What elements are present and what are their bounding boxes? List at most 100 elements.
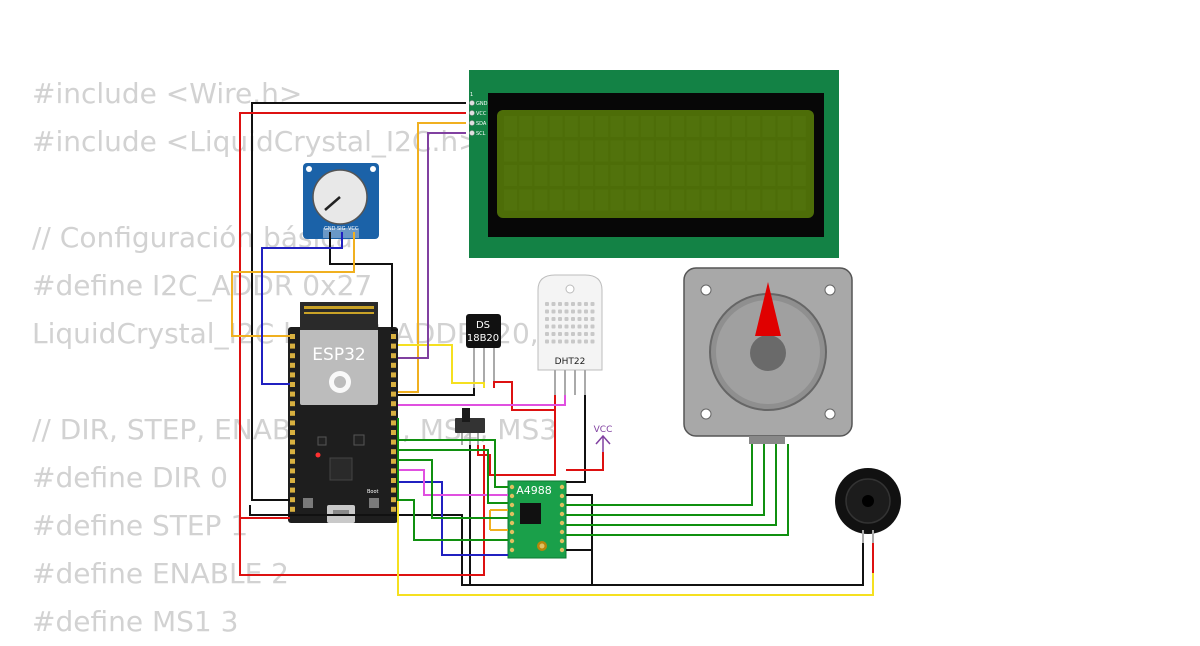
lcd-cell	[549, 165, 563, 186]
wire-lcd-scl	[398, 132, 466, 359]
a4988-label: A4988	[516, 484, 552, 497]
ds18b20-label-1: DS	[476, 320, 490, 331]
dht22-vent	[577, 324, 582, 329]
pot-pin-sig: SIG	[337, 226, 346, 232]
dht22-vent	[545, 332, 549, 336]
esp32-pin-left	[290, 410, 295, 416]
lcd-cell	[519, 165, 533, 186]
esp32-pin-right	[391, 410, 396, 416]
lcd-pin-vcc: VCC	[476, 111, 487, 117]
lcd-cell	[792, 140, 806, 162]
lcd-cell	[640, 165, 654, 186]
esp32-board[interactable]: ESP32 Boot	[288, 302, 398, 523]
wire-dht-vcc	[477, 395, 556, 476]
esp32-pin-right	[391, 391, 396, 397]
lcd-cell	[640, 116, 654, 137]
dht22-vent	[590, 332, 595, 336]
dht22-vent	[571, 324, 575, 329]
wire-ds-vcc	[493, 381, 555, 411]
wire-dht-gnd	[566, 395, 586, 483]
lcd-cell	[534, 189, 548, 211]
wire-pot-gnd	[329, 232, 398, 331]
a4988-pin-right	[559, 520, 565, 526]
lcd-cell	[747, 165, 761, 186]
dht22-vent	[584, 332, 588, 336]
dht22-vent	[545, 309, 549, 314]
dht22-vent	[558, 309, 562, 314]
lcd-cell	[792, 165, 806, 186]
lcd-cell	[777, 140, 791, 162]
esp32-pin-right	[391, 353, 396, 359]
lcd-cell	[656, 116, 669, 137]
wire-coil-3	[566, 444, 777, 526]
lcd-cell	[504, 189, 517, 211]
stepper-pointer	[755, 282, 781, 336]
stepper-motor[interactable]	[683, 267, 853, 444]
wire-pot-vcc	[231, 232, 355, 337]
lcd-cell	[701, 116, 715, 137]
lcd-pin1-marker: 1	[470, 92, 473, 98]
dht22-vent	[564, 309, 569, 314]
ds18b20-label-2: 18B20	[467, 333, 499, 344]
lcd-cell	[716, 189, 730, 211]
lcd-cell	[564, 140, 578, 162]
lcd-cell	[625, 140, 639, 162]
dht22-label: DHT22	[555, 357, 586, 367]
esp32-pin-left	[290, 382, 295, 387]
lcd-cell	[625, 189, 639, 211]
dht22-vent	[558, 324, 562, 329]
wire-coil-4	[566, 444, 789, 536]
lcd-cell	[580, 165, 593, 186]
lcd-cell	[747, 140, 761, 162]
esp32-pin-left	[290, 468, 295, 474]
lcd-cell	[792, 116, 806, 137]
dht22-vent	[577, 309, 582, 314]
buzzer[interactable]	[835, 468, 901, 543]
esp32-pin-left	[290, 487, 295, 493]
potentiometer[interactable]: GND SIG VCC	[303, 163, 379, 239]
wire-driver-pink	[398, 469, 508, 496]
esp32-pin-left	[290, 362, 295, 368]
dht22-sensor[interactable]: DHT22	[537, 274, 603, 395]
a4988-pin-left	[509, 484, 515, 490]
dht22-vent	[590, 317, 595, 321]
esp32-pin-left	[290, 506, 295, 512]
code-line: #define ENABLE 2	[32, 557, 289, 590]
dht22-vent	[577, 302, 582, 306]
wire-enable	[398, 459, 508, 519]
dht22-vent	[584, 339, 588, 344]
esp32-pin-right	[391, 458, 396, 464]
lcd-character-grid	[504, 116, 806, 211]
lcd-cell	[747, 116, 761, 137]
esp32-pin-right	[391, 334, 396, 339]
esp32-pin-left	[290, 497, 295, 503]
esp32-pin-left	[290, 449, 295, 455]
dht22-vent	[551, 309, 556, 314]
dht22-vent	[551, 324, 556, 329]
dht22-vent	[551, 302, 556, 306]
a4988-pin-left	[509, 502, 515, 508]
esp32-pin-right	[391, 487, 396, 493]
lcd-cell	[534, 140, 548, 162]
code-line: #define I2C_ADDR 0x27	[32, 269, 373, 302]
wire-coil-1	[566, 444, 753, 506]
a4988-driver[interactable]: A4988	[507, 480, 567, 559]
dht22-vent	[545, 317, 549, 321]
lcd-cell	[504, 140, 517, 162]
wire-lcd-gnd	[251, 102, 466, 501]
lcd-cell	[716, 140, 730, 162]
dht22-vent	[551, 332, 556, 336]
lcd-cell	[656, 165, 669, 186]
lcd-cell	[504, 165, 517, 186]
ds18b20-sensor[interactable]: DS 18B20	[466, 314, 501, 388]
wire-driver-vcc	[566, 452, 604, 471]
lcd-display[interactable]: 1 GND VCC SDA SCL	[469, 70, 839, 258]
lcd-cell	[580, 116, 593, 137]
lcd-cell	[732, 165, 745, 186]
dht22-vent	[571, 339, 575, 344]
code-line: #define DIR 0	[32, 461, 228, 494]
dht22-vent	[590, 339, 595, 344]
wire-ms	[397, 418, 508, 541]
lcd-cell	[519, 140, 533, 162]
esp32-pin-left	[290, 353, 295, 359]
